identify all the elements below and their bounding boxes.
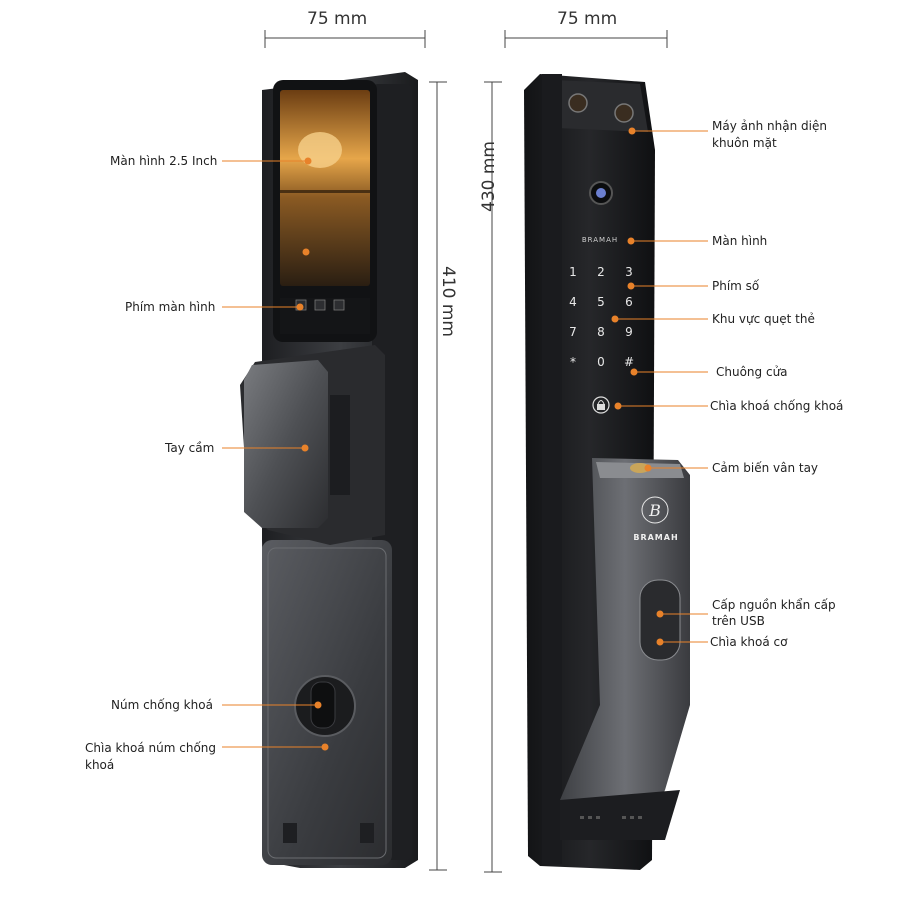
- dim-right-width: 75 mm: [557, 9, 618, 29]
- brand-handle-text: BRAMAH: [633, 533, 678, 542]
- label-number-keys: Phím số: [712, 279, 760, 293]
- label-fingerprint: Cảm biến vân tay: [712, 461, 819, 475]
- keypad-key: #: [624, 355, 634, 369]
- label-knob-key-line2: khoá: [85, 758, 115, 772]
- right-camera-module: [568, 93, 634, 205]
- label-screen-keys: Phím màn hình: [125, 300, 216, 314]
- left-callouts: [222, 157, 329, 751]
- right-handle: [560, 458, 690, 840]
- label-anti-lock-knob: Núm chống khoá: [111, 698, 213, 712]
- keypad-key: 4: [569, 295, 577, 309]
- brand-logo-letter: B: [648, 501, 661, 520]
- label-card-area: Khu vực quẹt thẻ: [712, 312, 815, 326]
- dim-left-height: 410 mm: [438, 266, 458, 337]
- left-handle: [240, 345, 385, 545]
- label-screen: Màn hình 2.5 Inch: [110, 154, 218, 168]
- keypad-key: 2: [597, 265, 605, 279]
- label-face-camera-line1: Máy ảnh nhận diện: [712, 119, 827, 133]
- keypad: 1 2 3 4 5 6 7 8 9 * 0 #: [569, 265, 634, 369]
- label-mech-key: Chìa khoá cơ: [710, 635, 788, 649]
- left-screen-keys: [295, 299, 345, 311]
- label-display: Màn hình: [712, 234, 768, 248]
- dim-left-width: 75 mm: [307, 9, 368, 29]
- label-anti-lock-key: Chìa khoá chống khoá: [710, 399, 844, 413]
- vents: [580, 816, 642, 819]
- label-doorbell: Chuông cửa: [716, 365, 788, 379]
- keypad-key: 7: [569, 325, 577, 339]
- label-handle: Tay cầm: [165, 441, 215, 455]
- keypad-key: 9: [625, 325, 633, 339]
- brand-display-text: BRAMAH: [582, 236, 618, 244]
- keypad-key: 5: [597, 295, 605, 309]
- keypad-key: 3: [625, 265, 633, 279]
- left-knob: [283, 675, 374, 843]
- right-callouts: [611, 127, 708, 646]
- label-face-camera-line2: khuôn mặt: [712, 136, 777, 150]
- label-usb-line2: trên USB: [712, 614, 765, 628]
- dimension-lines: [264, 30, 668, 873]
- keypad-key: *: [570, 355, 576, 369]
- label-knob-key-line1: Chìa khoá núm chống: [85, 741, 217, 755]
- keypad-key: 6: [625, 295, 633, 309]
- dim-right-height: 430 mm: [479, 141, 499, 212]
- label-usb-line1: Cấp nguồn khẩn cấp: [712, 598, 836, 612]
- keypad-key: 1: [569, 265, 577, 279]
- keypad-key: 8: [597, 325, 605, 339]
- keypad-key: 0: [597, 355, 605, 369]
- lock-symbol-icon: [592, 396, 610, 414]
